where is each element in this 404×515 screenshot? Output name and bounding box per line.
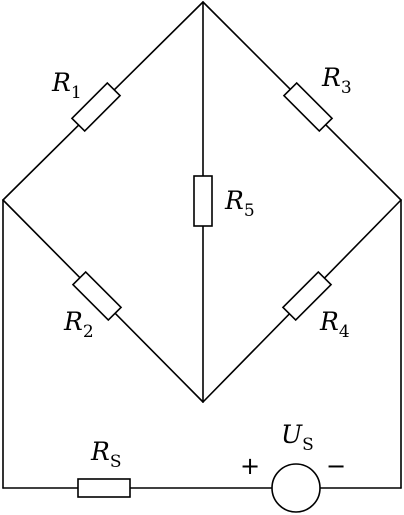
label-r4: R4 [319, 307, 350, 342]
plus-sign: + [240, 452, 260, 480]
label-r1: R1 [51, 68, 82, 103]
resistor-r1 [70, 81, 122, 133]
minus-sign: − [326, 452, 346, 480]
label-us: US [281, 420, 314, 455]
resistor-r4 [281, 270, 333, 322]
label-r3: R3 [321, 63, 352, 98]
resistor-r3 [282, 81, 334, 133]
label-rs: RS [90, 437, 121, 472]
voltage-source [271, 463, 321, 513]
resistor-r2 [71, 270, 123, 322]
resistor-rs [77, 478, 131, 498]
resistor-r5 [193, 175, 213, 227]
label-r5: R5 [224, 186, 255, 221]
label-r2: R2 [63, 307, 94, 342]
